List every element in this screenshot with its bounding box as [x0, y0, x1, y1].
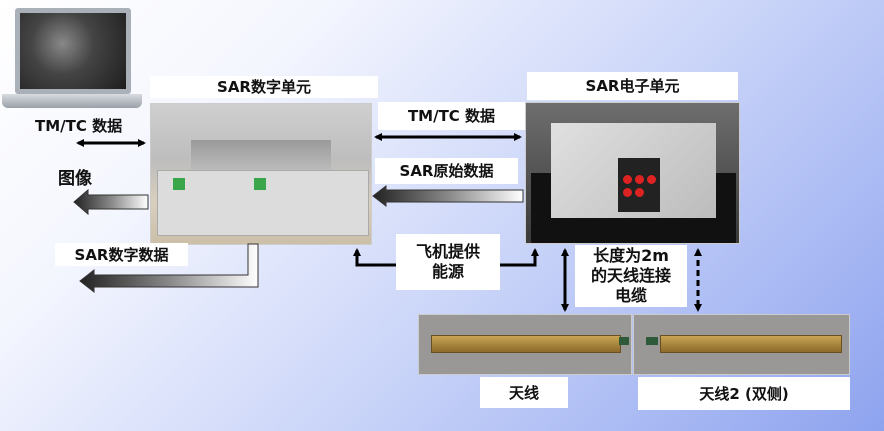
antenna-photo — [418, 314, 632, 375]
digital-unit-photo — [150, 103, 372, 245]
sar-raw-data-arrow — [372, 184, 524, 208]
antenna2-photo — [633, 314, 850, 375]
laptop-image — [2, 8, 142, 110]
aircraft-power-label: 飞机提供 能源 — [396, 234, 500, 290]
digital-unit-label: SAR数字单元 — [150, 76, 378, 98]
sar-digital-data-arrow — [79, 243, 259, 294]
antenna2-label: 天线2 (双侧) — [638, 377, 850, 410]
sar-raw-data-label: SAR原始数据 — [375, 158, 518, 184]
electronic-unit-photo — [525, 102, 740, 244]
power-arrow-left — [353, 248, 396, 267]
sar-digital-data-label: SAR数字数据 — [55, 243, 188, 266]
cable-label: 长度为2m 的天线连接 电缆 — [575, 245, 687, 307]
power-arrow-right — [500, 248, 539, 267]
antenna-label: 天线 — [480, 377, 568, 408]
image-output-arrow — [73, 188, 149, 216]
tmtc-left-label: TM/TC 数据 — [35, 117, 123, 135]
tmtc-right-label: TM/TC 数据 — [378, 102, 525, 130]
electronic-unit-label: SAR电子单元 — [527, 72, 738, 100]
image-label: 图像 — [58, 169, 92, 189]
